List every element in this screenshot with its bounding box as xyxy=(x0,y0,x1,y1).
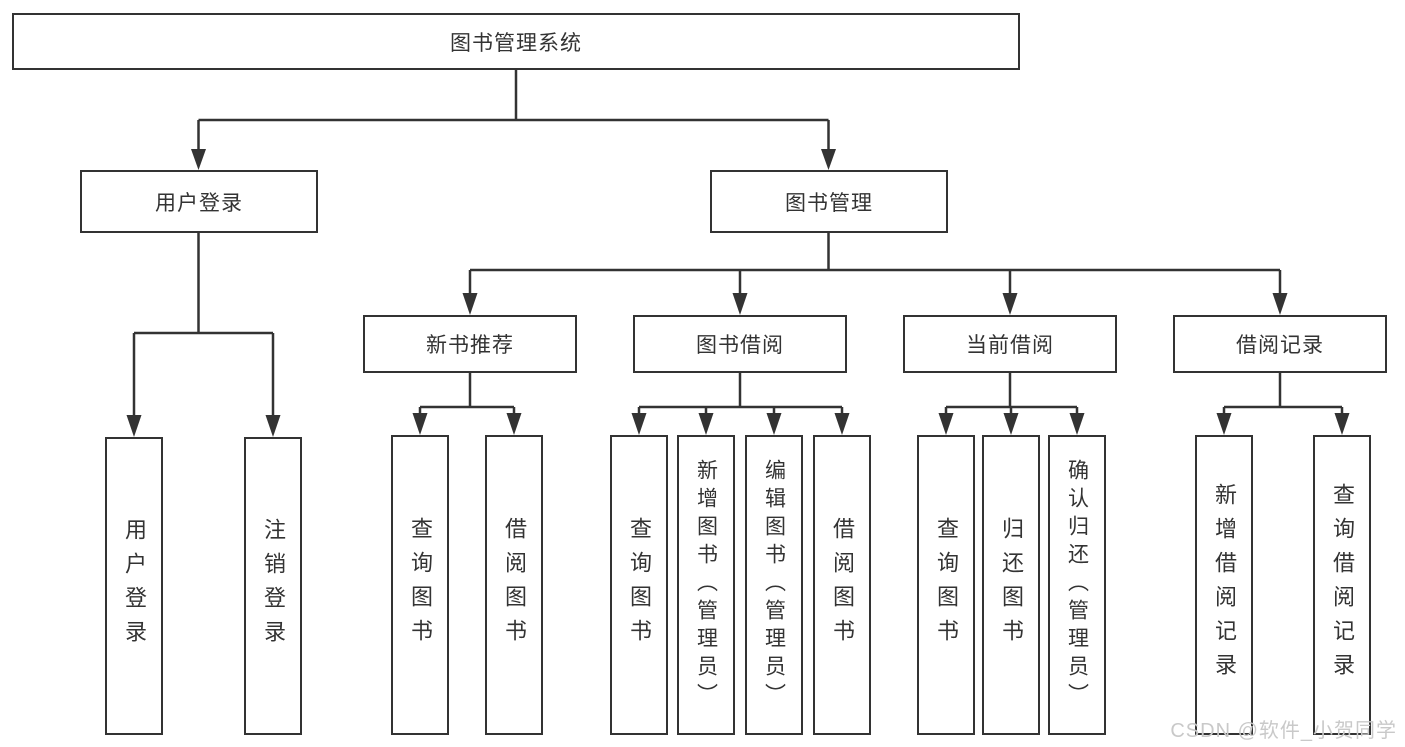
arrow-down-icon xyxy=(1334,413,1350,435)
arrow-down-icon xyxy=(1272,293,1288,315)
arrow-down-icon xyxy=(631,413,647,435)
connector-new-book-children xyxy=(412,373,522,435)
node-user-login-action: 用户登录 xyxy=(105,437,163,735)
arrow-down-icon xyxy=(766,413,782,435)
arrow-down-icon xyxy=(1002,293,1018,315)
connector-book-management-categories xyxy=(462,233,1288,315)
arrow-down-icon xyxy=(506,413,522,435)
node-borrow-books-borrowing: 借阅图书 xyxy=(813,435,871,735)
node-current-borrowing: 当前借阅 xyxy=(903,315,1117,373)
node-library-management-system: 图书管理系统 xyxy=(12,13,1020,70)
node-user-login: 用户登录 xyxy=(80,170,318,233)
arrow-down-icon xyxy=(462,293,478,315)
arrow-down-icon xyxy=(265,415,281,437)
connector-user-login-children xyxy=(126,233,281,437)
arrow-down-icon xyxy=(821,149,836,170)
connector-borrowing-records-children xyxy=(1216,373,1350,435)
arrow-down-icon xyxy=(1003,413,1019,435)
node-book-borrowing: 图书借阅 xyxy=(633,315,847,373)
node-book-management: 图书管理 xyxy=(710,170,948,233)
node-query-books-borrowing: 查询图书 xyxy=(610,435,668,735)
arrow-down-icon xyxy=(191,149,206,170)
node-confirm-return-admin: 确认归还（管理员） xyxy=(1048,435,1106,735)
node-borrowing-records: 借阅记录 xyxy=(1173,315,1387,373)
arrow-down-icon xyxy=(698,413,714,435)
arrow-down-icon xyxy=(1216,413,1232,435)
node-logout: 注销登录 xyxy=(244,437,302,735)
node-add-book-admin: 新增图书（管理员） xyxy=(677,435,735,735)
connector-root-to-level2 xyxy=(191,70,836,170)
node-new-book-recommendation: 新书推荐 xyxy=(363,315,577,373)
node-edit-book-admin: 编辑图书（管理员） xyxy=(745,435,803,735)
arrow-down-icon xyxy=(732,293,748,315)
node-query-books-current: 查询图书 xyxy=(917,435,975,735)
arrow-down-icon xyxy=(126,415,142,437)
node-add-borrow-record: 新增借阅记录 xyxy=(1195,435,1253,735)
node-query-borrow-record: 查询借阅记录 xyxy=(1313,435,1371,735)
arrow-down-icon xyxy=(834,413,850,435)
connector-book-borrowing-children xyxy=(631,373,850,435)
node-borrow-books-recommend: 借阅图书 xyxy=(485,435,543,735)
arrow-down-icon xyxy=(412,413,428,435)
node-return-book: 归还图书 xyxy=(982,435,1040,735)
arrow-down-icon xyxy=(1069,413,1085,435)
connector-current-borrowing-children xyxy=(938,373,1085,435)
arrow-down-icon xyxy=(938,413,954,435)
node-query-books-recommend: 查询图书 xyxy=(391,435,449,735)
